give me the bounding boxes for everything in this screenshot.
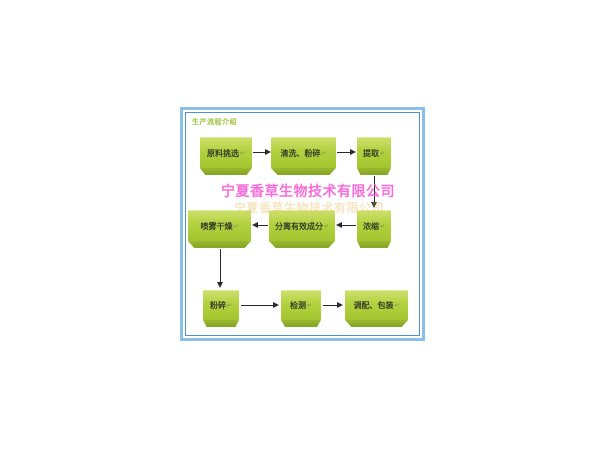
paragraph-mark: ↵ [323, 223, 330, 230]
paragraph-mark: ↵ [306, 303, 313, 309]
flow-node-blend-pack: 调配、包装↵ [345, 290, 408, 320]
company-watermark-ghost: 宁夏香草生物技术有限公司 [233, 201, 384, 215]
flow-node-label: 调配、包装 [353, 301, 394, 310]
flow-node-wash-crush: 清洗、粉碎↵ [271, 137, 336, 168]
flow-node-label: 浓缩 [362, 221, 379, 231]
paragraph-mark: ↵ [394, 303, 400, 309]
flow-node-label: 粉碎 [209, 301, 226, 310]
diagram-title: 生产流程介绍 [192, 119, 237, 126]
paragraph-mark: ↵ [226, 303, 233, 309]
paragraph-mark: ↵ [379, 223, 386, 230]
diagram-frame-inner-border [185, 112, 420, 336]
flow-node-concentrate: 浓缩↵ [357, 210, 391, 241]
company-watermark: 宁夏香草生物技术有限公司 [221, 185, 395, 200]
flow-node-spray-dry: 喷雾干燥↵ [188, 210, 251, 241]
flow-node-inspect: 检测↵ [281, 290, 321, 320]
flow-node-label: 分离有效成分 [274, 221, 323, 231]
flow-node-label: 喷雾干燥 [200, 221, 233, 231]
paragraph-mark: ↵ [379, 150, 386, 157]
flow-node-label: 清洗、粉碎 [280, 148, 321, 158]
flow-node-crush: 粉碎↵ [203, 290, 239, 320]
paragraph-mark: ↵ [239, 150, 246, 157]
paragraph-mark: ↵ [233, 223, 239, 230]
flow-node-label: 提取 [362, 148, 379, 158]
paragraph-mark: ↵ [321, 150, 327, 157]
flow-node-raw-select: 原料挑选↵ [200, 137, 252, 168]
flow-node-label: 检测 [289, 301, 306, 310]
flow-node-separate: 分离有效成分↵ [269, 210, 335, 241]
flow-node-extract: 提取↵ [357, 137, 391, 168]
flow-node-label: 原料挑选 [206, 148, 239, 158]
